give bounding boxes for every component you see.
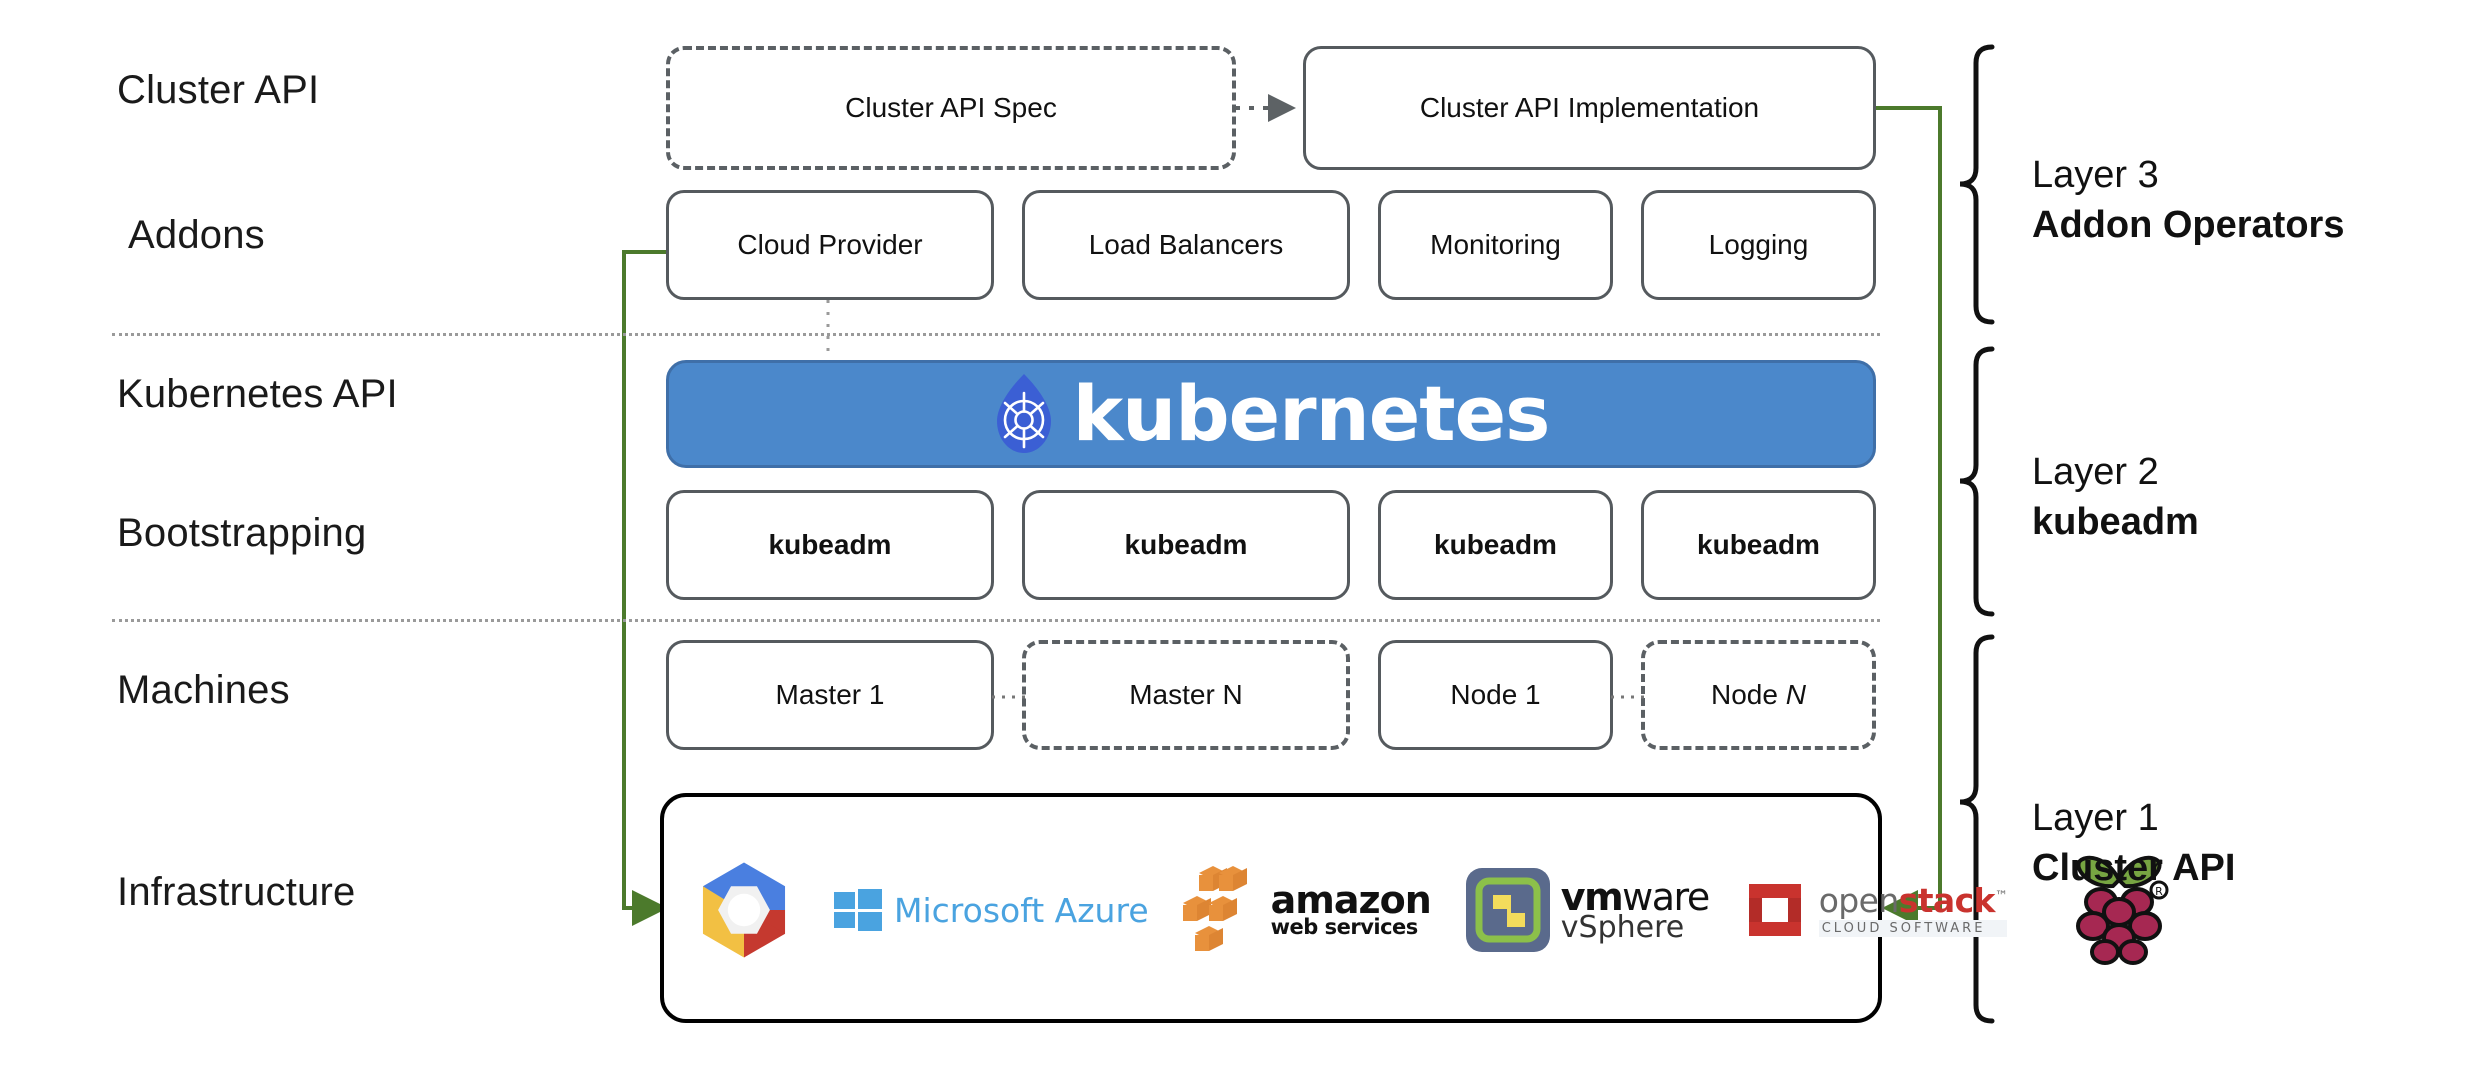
svg-text:R: R	[2155, 885, 2163, 898]
vmware-line-1: vmware	[1560, 874, 1710, 919]
layer-2-number: Layer 2	[2032, 451, 2159, 493]
master-ellipsis-connector	[992, 695, 1028, 699]
layer-3-bracket	[1959, 44, 1995, 325]
addon-label-cloud-provider: Cloud Provider	[737, 229, 923, 260]
cluster-api-spec-label: Cluster API Spec	[845, 92, 1057, 123]
bootstrap-box-1[interactable]: kubeadm	[666, 490, 994, 600]
addon-box-logging[interactable]: Logging	[1641, 190, 1876, 300]
cluster-api-implementation-box[interactable]: Cluster API Implementation	[1303, 46, 1876, 170]
layer-1-number: Layer 1	[2032, 797, 2159, 839]
layer-3-name: Addon Operators	[2032, 204, 2345, 247]
row-label-cluster-api: Cluster API	[117, 68, 320, 112]
bootstrap-label-1: kubeadm	[768, 529, 892, 560]
layer-3-label: Layer 3 Addon Operators	[2032, 150, 2344, 250]
openstack-logo: openstack™ CLOUD SOFTWARE	[1743, 876, 2008, 944]
amazon-web-services-label: amazon web services	[1270, 877, 1432, 939]
implementation-to-infrastructure-connector	[1874, 106, 1942, 926]
addon-label-load-balancers: Load Balancers	[1088, 229, 1284, 260]
cloud-provider-to-infrastructure-connector	[622, 250, 668, 926]
bootstrap-label-4: kubeadm	[1697, 529, 1820, 560]
openstack-line-1: openstack™	[1818, 880, 2008, 920]
machine-box-master-1[interactable]: Master 1	[666, 640, 994, 750]
aws-line-2: web services	[1270, 914, 1419, 939]
machine-label-node-n: Node N	[1711, 679, 1806, 710]
kubernetes-helm-wheel-icon	[993, 373, 1055, 455]
addon-box-monitoring[interactable]: Monitoring	[1378, 190, 1613, 300]
separator-layer2-layer1	[112, 619, 1880, 622]
machine-box-node-n[interactable]: Node N	[1641, 640, 1876, 750]
openstack-label: openstack™ CLOUD SOFTWARE	[1818, 880, 2008, 937]
addon-box-load-balancers[interactable]: Load Balancers	[1022, 190, 1350, 300]
layer-2-label: Layer 2 kubeadm	[2032, 447, 2199, 547]
kubernetes-banner: kubernetes	[666, 360, 1876, 468]
layer-2-name: kubeadm	[2032, 501, 2199, 544]
layer-2-bracket	[1959, 346, 1995, 617]
openstack-line-2: CLOUD SOFTWARE	[1818, 919, 2008, 937]
microsoft-azure-label: Microsoft Azure	[894, 890, 1149, 930]
machine-box-node-1[interactable]: Node 1	[1378, 640, 1613, 750]
layer-3-number: Layer 3	[2032, 154, 2159, 196]
row-label-infrastructure: Infrastructure	[117, 870, 356, 914]
infrastructure-logo-strip: Microsoft Azure amazon web services	[690, 845, 2171, 975]
kubernetes-wordmark: kubernetes	[1072, 369, 1551, 458]
machine-label-master-1: Master 1	[775, 679, 885, 710]
layer-1-name: Cluster API	[2032, 847, 2236, 890]
aws-line-1: amazon	[1270, 877, 1432, 922]
row-label-addons: Addons	[128, 213, 265, 257]
separator-layer3-layer2	[112, 333, 1880, 336]
addon-label-logging: Logging	[1708, 229, 1809, 260]
vmware-line-2: vSphere	[1560, 909, 1685, 945]
bootstrap-label-3: kubeadm	[1434, 529, 1557, 560]
node-ellipsis-connector	[1611, 695, 1645, 699]
bootstrap-box-3[interactable]: kubeadm	[1378, 490, 1613, 600]
microsoft-azure-logo: Microsoft Azure	[832, 884, 1149, 936]
amazon-web-services-logo: amazon web services	[1182, 864, 1432, 956]
machine-label-master-n: Master N	[1129, 679, 1243, 710]
layer-1-label: Layer 1 Cluster API	[2032, 793, 2235, 893]
addon-label-monitoring: Monitoring	[1430, 229, 1561, 260]
bootstrap-box-4[interactable]: kubeadm	[1641, 490, 1876, 600]
google-cloud-platform-logo	[690, 856, 798, 964]
machine-box-master-n[interactable]: Master N	[1022, 640, 1350, 750]
row-label-machines: Machines	[117, 668, 290, 712]
vmware-vsphere-logo: vmware vSphere	[1465, 867, 1710, 953]
cluster-api-implementation-label: Cluster API Implementation	[1419, 92, 1760, 123]
bootstrap-label-2: kubeadm	[1124, 529, 1248, 560]
raspberry-pi-logo: R	[2067, 850, 2171, 970]
machine-label-node-1: Node 1	[1450, 679, 1541, 710]
addon-box-cloud-provider[interactable]: Cloud Provider	[666, 190, 994, 300]
row-label-kubernetes-api: Kubernetes API	[117, 372, 398, 416]
bootstrap-box-2[interactable]: kubeadm	[1022, 490, 1350, 600]
vmware-vsphere-label: vmware vSphere	[1560, 874, 1710, 945]
cluster-api-spec-box[interactable]: Cluster API Spec	[666, 46, 1236, 170]
row-label-bootstrapping: Bootstrapping	[117, 511, 367, 555]
